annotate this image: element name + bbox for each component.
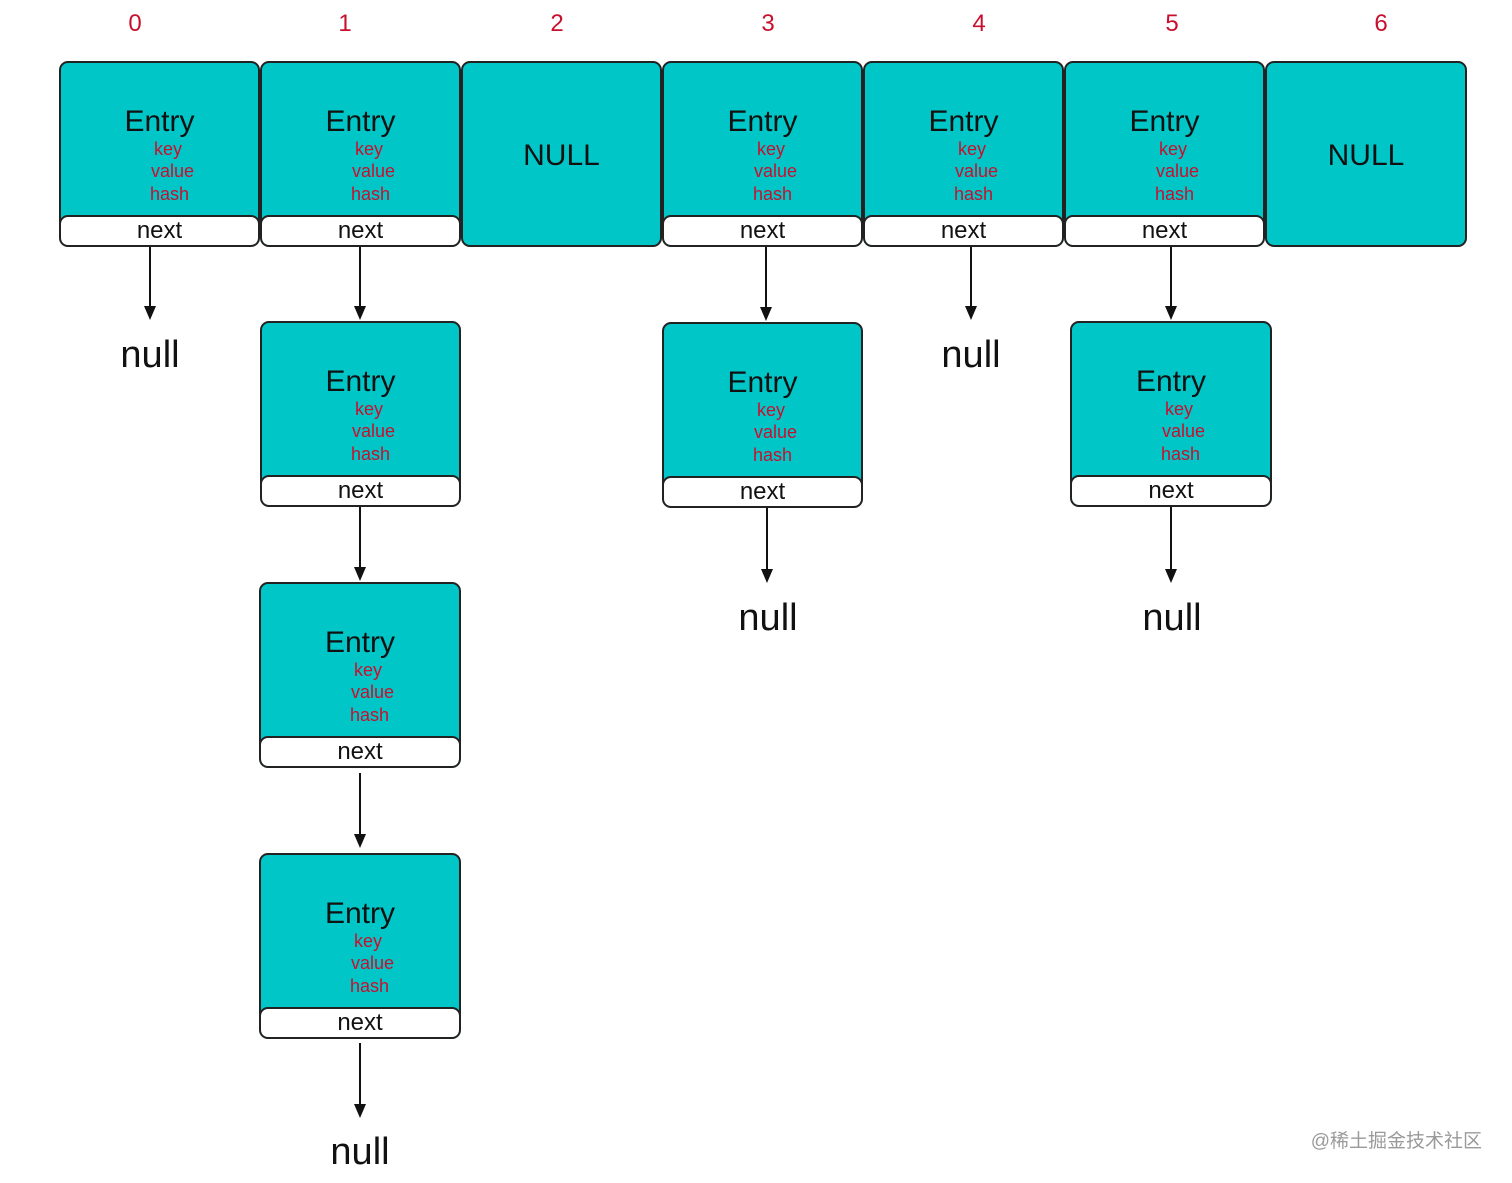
entry-hash: hash [350,976,390,996]
bucket-6-null: NULL [1265,61,1467,247]
entry-value: value [754,422,798,442]
bucket-4-entry: Entry key value hash next [863,61,1064,247]
entry-value: value [955,161,999,181]
entry-key: key [1159,139,1188,159]
entry-value: value [754,161,798,181]
entry-title: Entry [727,366,798,399]
chain-1-node-3: Entry key value hash next [259,853,461,1039]
bucket-3-entry: Entry key value hash next [662,61,863,247]
arrowhead [761,569,773,583]
bucket-5-entry: Entry key value hash next [1064,61,1265,247]
arrowhead [354,1104,366,1118]
bucket-index-4: 4 [972,10,986,37]
arrowhead [354,567,366,581]
entry-value: value [1156,161,1200,181]
arrowhead [965,306,977,320]
bucket-index-5: 5 [1165,10,1179,37]
arrowhead [354,834,366,848]
arrowhead [760,307,772,321]
null-terminator-chain-5: null [1142,597,1202,639]
null-terminator-bucket-4: null [941,334,1001,376]
chain-1-node-2: Entry key value hash next [259,582,461,768]
entry-value: value [352,161,396,181]
entry-next: next [1066,215,1263,245]
entry-key: key [354,660,383,680]
bucket-index-0: 0 [128,10,142,37]
entry-key: key [1165,399,1194,419]
entry-hash: hash [753,184,793,204]
null-slot-label: NULL [1327,139,1405,172]
entry-title: Entry [325,105,396,138]
entry-title: Entry [1135,365,1207,398]
entry-next: next [262,475,459,505]
bucket-1-entry: Entry key value hash next [260,61,461,247]
entry-key: key [355,139,384,159]
entry-hash: hash [954,184,994,204]
entry-title: Entry [324,626,396,659]
entry-key: key [355,399,384,419]
bucket-0-entry: Entry key value hash next [59,61,260,247]
entry-title: Entry [928,105,999,138]
entry-value: value [352,421,396,441]
null-terminator-chain-1: null [330,1131,390,1173]
entry-next: next [1072,475,1270,505]
chain-5-node-1: Entry key value hash next [1070,321,1272,507]
arrowhead [1165,306,1177,320]
entry-hash: hash [150,184,190,204]
entry-next: next [664,476,861,506]
entry-next: next [262,215,459,245]
entry-title: Entry [324,897,396,930]
entry-title: Entry [325,365,396,398]
entry-next: next [261,1007,459,1037]
entry-next: next [261,736,459,766]
entry-title: Entry [124,105,195,138]
arrowhead [1165,569,1177,583]
chain-1-node-1: Entry key value hash next [260,321,461,507]
entry-hash: hash [1161,444,1201,464]
entry-value: value [351,682,395,702]
entry-hash: hash [351,444,391,464]
entry-hash: hash [753,445,793,465]
entry-hash: hash [351,184,391,204]
bucket-index-1: 1 [338,10,352,37]
entry-hash: hash [1155,184,1195,204]
entry-next: next [61,215,258,245]
chain-3-node-1: Entry key value hash next [662,322,863,508]
entry-key: key [958,139,987,159]
arrowhead [354,306,366,320]
entry-key: key [757,400,786,420]
entry-value: value [351,953,395,973]
entry-next: next [865,215,1062,245]
bucket-index-3: 3 [761,10,775,37]
entry-value: value [1162,421,1206,441]
watermark: @稀土掘金技术社区 [1310,1131,1482,1152]
null-terminator-chain-3: null [738,597,798,639]
entry-hash: hash [350,705,390,725]
entry-title: Entry [1129,105,1200,138]
bucket-index-6: 6 [1374,10,1388,37]
entry-title: Entry [727,105,798,138]
bucket-2-null: NULL [461,61,662,247]
entry-key: key [354,931,383,951]
arrowhead [144,306,156,320]
entry-value: value [151,161,195,181]
null-terminator-bucket-0: null [120,334,180,376]
entry-key: key [154,139,183,159]
null-slot-label: NULL [523,139,600,172]
entry-key: key [757,139,786,159]
bucket-index-2: 2 [550,10,564,37]
entry-next: next [664,215,861,245]
